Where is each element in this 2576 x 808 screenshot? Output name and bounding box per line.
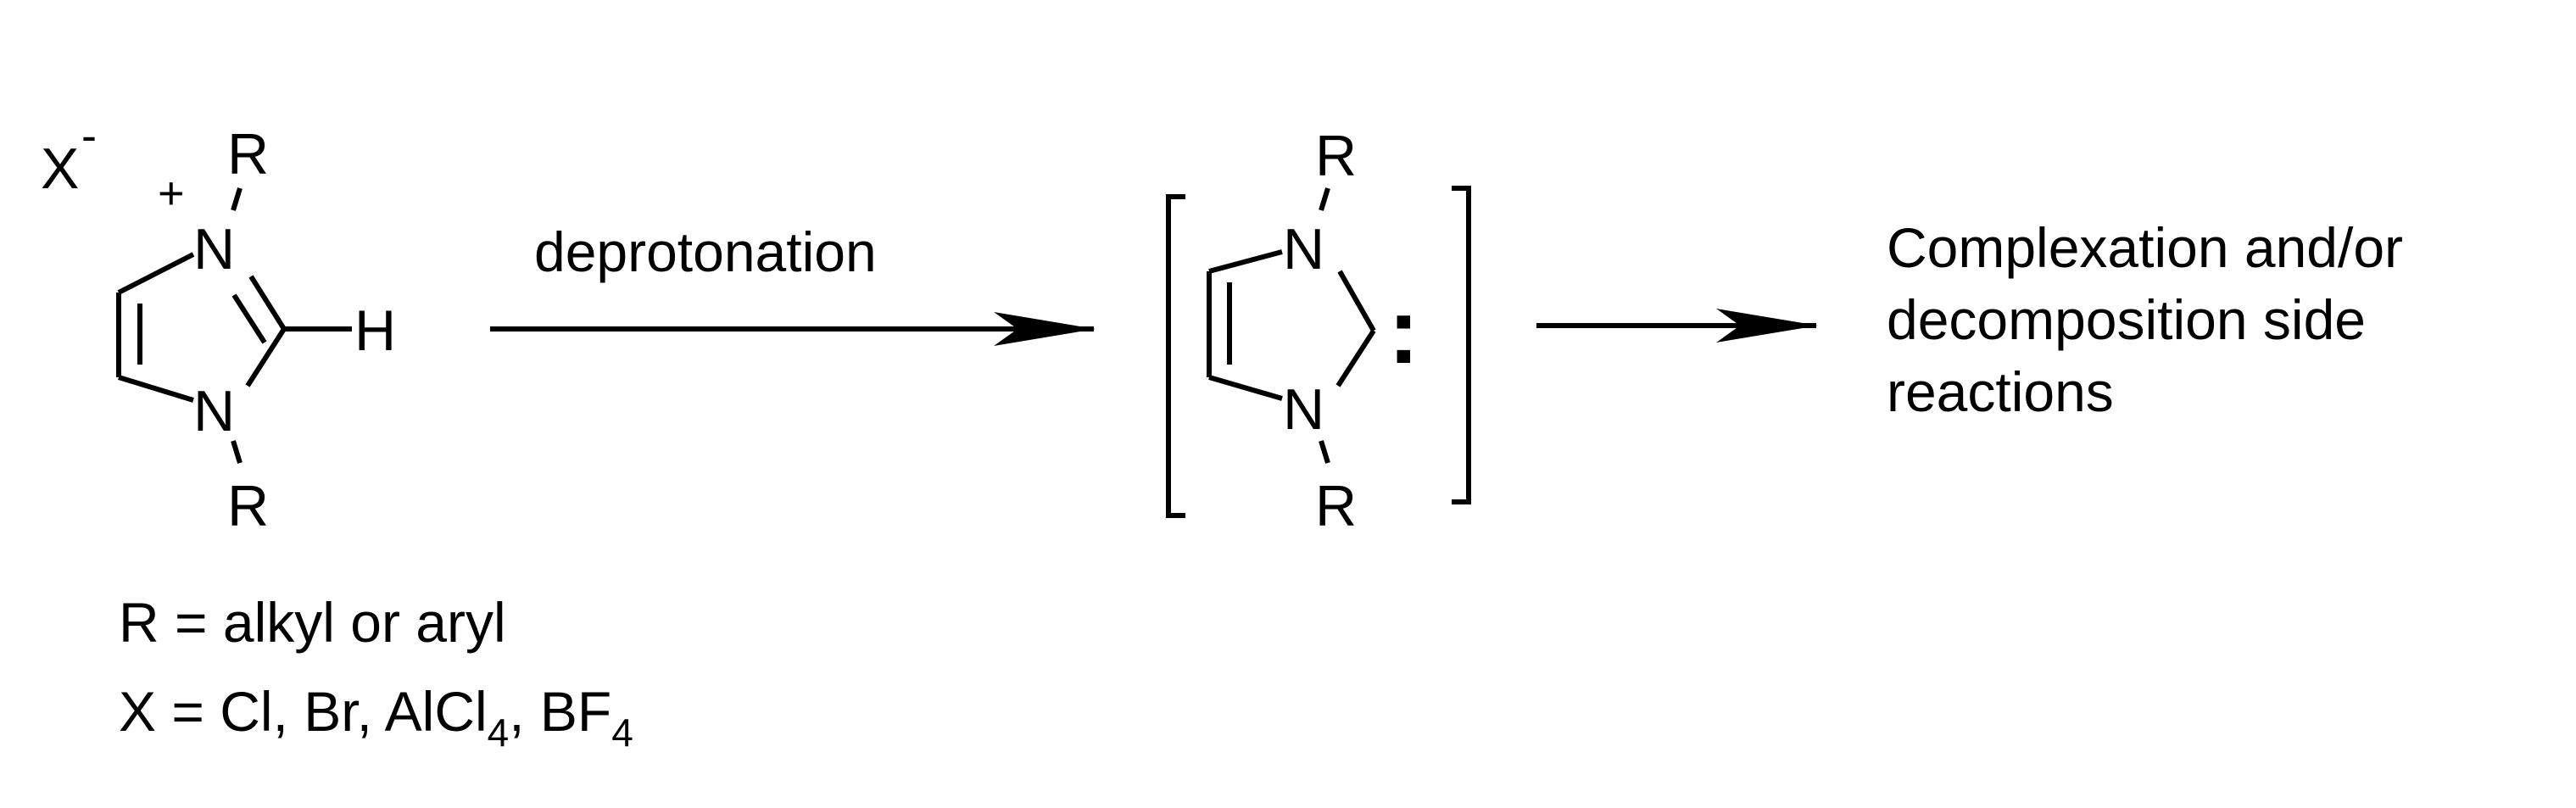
legend-r-line: R = alkyl or aryl: [119, 591, 506, 654]
counterion-symbol: X: [41, 137, 79, 201]
product-description: Complexation and/or decomposition side r…: [1887, 216, 2403, 423]
n-bottom-label: N: [193, 379, 235, 443]
right-bracket: [1452, 186, 1471, 504]
n-top-label: N: [193, 217, 235, 281]
bond-n3-r: [231, 440, 243, 464]
bond-c5-n3: [118, 375, 194, 403]
carbene-intermediate: R N : N R: [1166, 124, 1471, 538]
r-bottom-label: R: [227, 474, 269, 538]
n-top-label: N: [1283, 217, 1324, 281]
arrow-label: deprotonation: [534, 220, 877, 283]
bond-c4-n1: [1208, 249, 1283, 274]
bond-n3-r: [1319, 440, 1330, 464]
h-label: H: [354, 298, 396, 363]
carbene-lone-pair: :: [1388, 279, 1419, 383]
n-bottom-label: N: [1283, 377, 1324, 442]
bond-c5-n3: [1208, 375, 1283, 401]
product-line-1: Complexation and/or: [1887, 216, 2403, 279]
counterion-charge: -: [81, 110, 97, 161]
bond-n1-r: [1319, 187, 1330, 211]
r-bottom-label: R: [1315, 474, 1357, 538]
bond-n1-r: [231, 187, 243, 211]
bond-c2-n3: [1335, 329, 1376, 387]
bond-n1-c2-double: [231, 293, 267, 344]
substituent-legend: R = alkyl or aryl X = Cl, Br, AlCl4, BF4: [119, 591, 633, 755]
cation-charge: +: [158, 168, 185, 219]
left-bracket: [1166, 194, 1185, 518]
r-top-label: R: [1315, 124, 1357, 188]
bond-n1-c2: [1337, 270, 1376, 332]
deprotonation-arrow: deprotonation: [490, 220, 1096, 346]
product-line-3: reactions: [1887, 360, 2114, 423]
r-top-label: R: [227, 122, 269, 187]
imidazolium-salt: X - + R N H N R: [41, 110, 396, 538]
product-line-2: decomposition side: [1887, 288, 2366, 351]
bond-c2-n3: [245, 327, 287, 387]
bond-c4-n1: [117, 252, 195, 295]
legend-x-line: X = Cl, Br, AlCl4, BF4: [119, 680, 633, 755]
bond-n1-c2: [248, 275, 287, 331]
